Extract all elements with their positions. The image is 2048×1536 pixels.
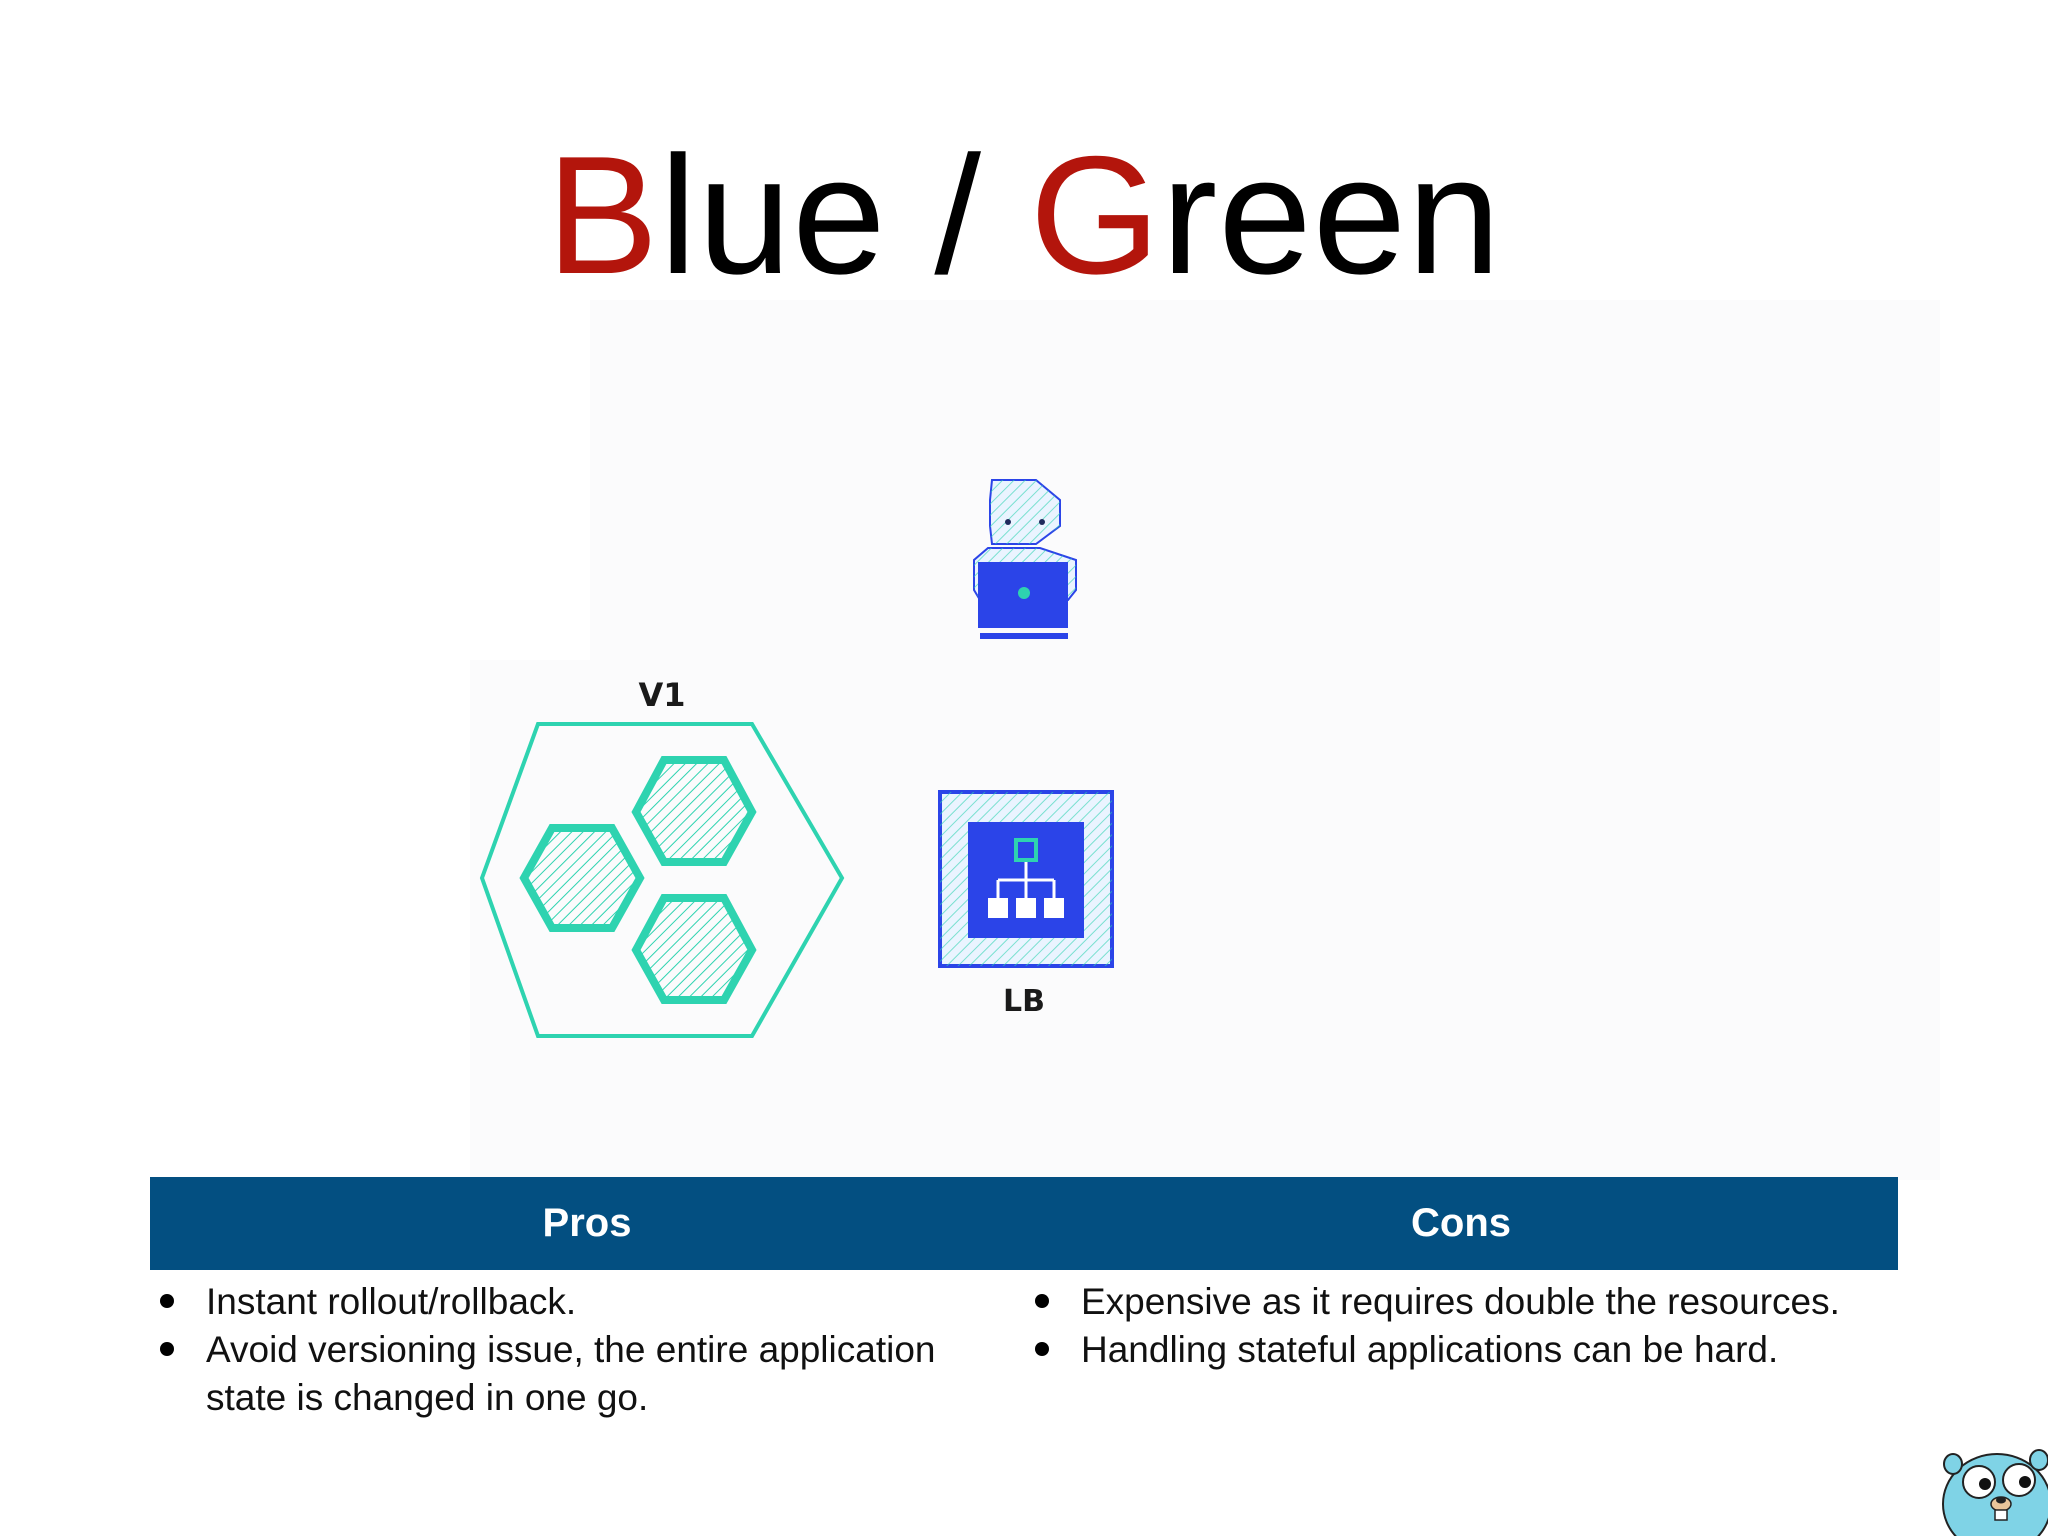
cons-item: Handling stateful applications can be ha… — [1025, 1326, 1885, 1374]
cons-header: Cons — [1411, 1201, 1511, 1245]
load-balancer-icon — [938, 790, 1114, 968]
title-part-reen: reen — [1161, 121, 1502, 309]
slide-title: Blue / Green — [0, 120, 2048, 310]
cons-item: Expensive as it requires double the reso… — [1025, 1278, 1885, 1326]
title-initial-g: G — [1029, 121, 1162, 309]
gopher-icon — [1942, 1449, 2048, 1536]
v1-label: V1 — [638, 676, 685, 714]
pros-cons-header: Pros Cons — [150, 1177, 1898, 1270]
pros-item: Instant rollout/rollback. — [150, 1278, 1010, 1326]
title-initial-b: B — [546, 121, 660, 309]
diagram-background-left — [470, 660, 810, 1180]
lb-label: LB — [1003, 984, 1045, 1019]
cons-list: Expensive as it requires double the reso… — [1025, 1278, 1885, 1374]
title-part-lue: lue / — [659, 121, 1030, 309]
hexagon-cluster-icon — [479, 722, 845, 1038]
pros-item: Avoid versioning issue, the entire appli… — [150, 1326, 1010, 1422]
pros-list: Instant rollout/rollback. Avoid versioni… — [150, 1278, 1010, 1422]
diagram-background — [590, 300, 1940, 1180]
pros-header: Pros — [542, 1201, 632, 1245]
user-with-laptop-icon — [973, 479, 1077, 639]
